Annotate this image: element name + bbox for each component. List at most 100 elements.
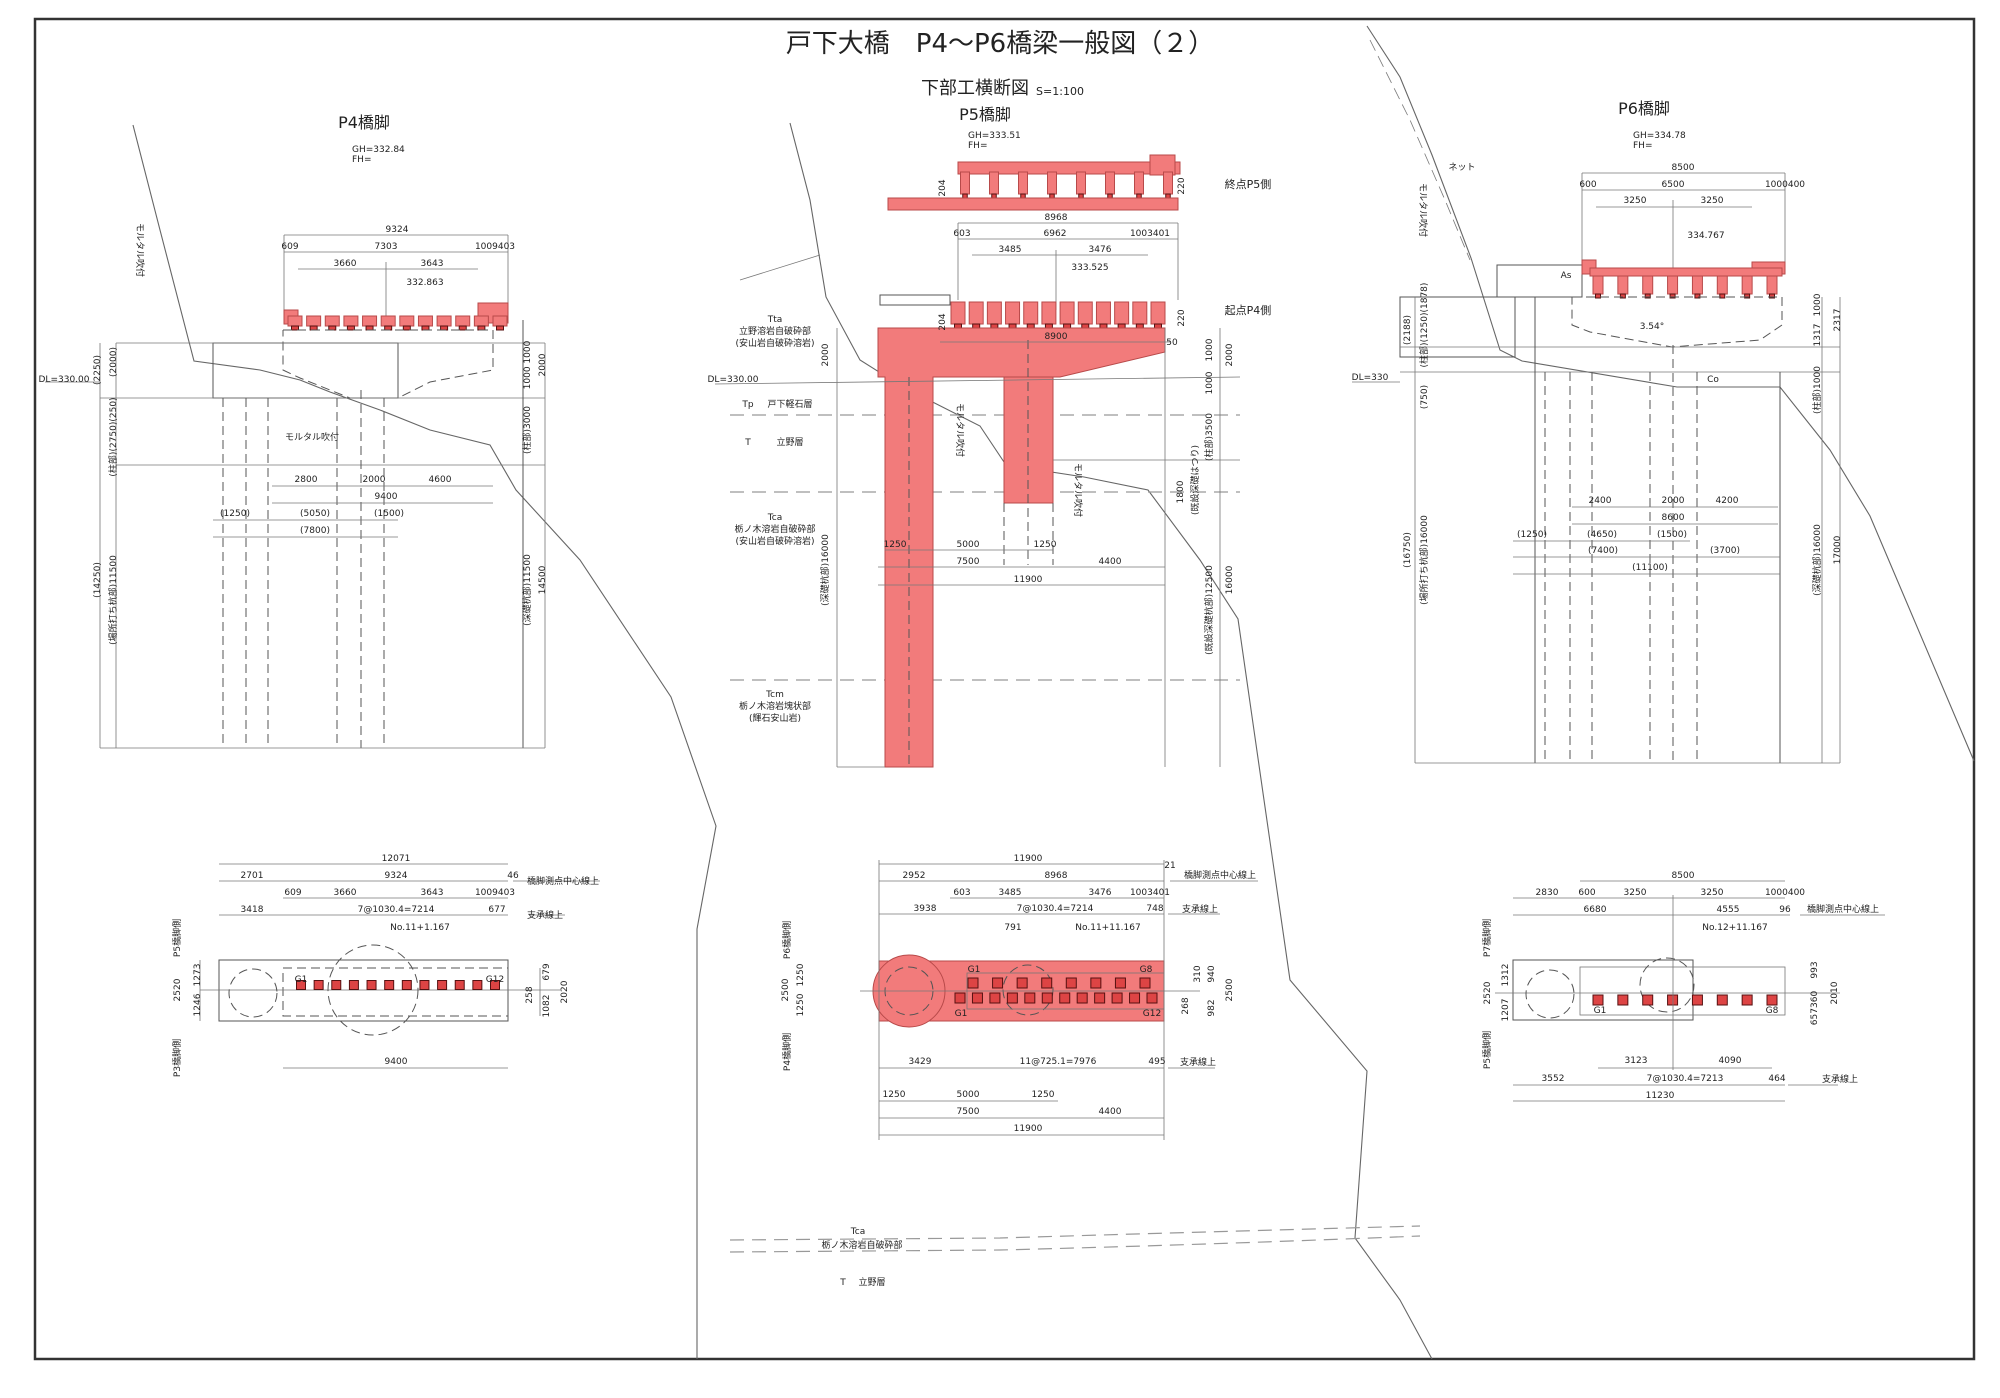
dimension: 2520 bbox=[1483, 981, 1493, 1004]
dimension: 3643 bbox=[421, 259, 444, 269]
girder bbox=[1023, 301, 1039, 325]
reference-line-label: 橋脚測点中心線上 bbox=[527, 875, 599, 887]
dimension: 8600 bbox=[1662, 513, 1685, 523]
girder bbox=[455, 315, 471, 327]
dimension: 657360 bbox=[1810, 991, 1820, 1026]
geology-code: Tta bbox=[767, 315, 783, 325]
bearing-pad bbox=[1114, 977, 1126, 989]
bearing-icon bbox=[309, 325, 318, 331]
reference-line-label: 橋脚測点中心線上 bbox=[1184, 869, 1256, 881]
dimension: (1250) bbox=[1517, 530, 1547, 540]
datum-level: DL=330 bbox=[1352, 373, 1389, 383]
bearing-pad bbox=[1129, 992, 1141, 1004]
dimension: 993 bbox=[1810, 961, 1820, 978]
terrain-lines bbox=[132, 25, 1975, 1360]
girder bbox=[968, 301, 984, 325]
dimension: 3660 bbox=[334, 259, 357, 269]
dimension: (1500) bbox=[1657, 530, 1687, 540]
bearing-icon bbox=[991, 193, 997, 199]
dimension: 940 bbox=[1207, 965, 1217, 982]
dimension: 2000 bbox=[1662, 496, 1685, 506]
dimension: (11100) bbox=[1632, 563, 1668, 573]
annotation: モルタル吹付 bbox=[954, 403, 966, 457]
girder bbox=[362, 315, 378, 327]
girder bbox=[1642, 275, 1654, 295]
girder bbox=[1041, 301, 1057, 325]
dimension: 50 bbox=[1166, 338, 1178, 348]
girder bbox=[1047, 171, 1057, 195]
dimension: 3418 bbox=[241, 905, 264, 915]
ground-height: GH=332.84 bbox=[352, 145, 405, 155]
dimension: 1246 bbox=[193, 993, 203, 1016]
dimension: 21 bbox=[1164, 861, 1175, 871]
dimension: (柱部)3500 bbox=[1203, 413, 1215, 461]
girder bbox=[960, 171, 970, 195]
pier-title: P6橋脚 bbox=[1618, 99, 1670, 118]
girder bbox=[287, 315, 303, 327]
dimension: 6680 bbox=[1584, 905, 1607, 915]
dimension: (場所打ち杭部)16000 bbox=[1418, 515, 1430, 605]
bearing-icon bbox=[1081, 323, 1090, 329]
girder bbox=[1617, 275, 1629, 295]
bearing-icon bbox=[1020, 193, 1026, 199]
dimension: 7303 bbox=[375, 242, 398, 252]
bearing-icon bbox=[1744, 293, 1751, 299]
dimension: 1000 bbox=[1205, 338, 1215, 361]
dimension: 3643 bbox=[421, 888, 444, 898]
dimension: G1 bbox=[968, 965, 981, 975]
datum-level: DL=330.00 bbox=[39, 375, 90, 385]
reference-line-label: 支承線上 bbox=[1180, 1056, 1216, 1068]
bearing-icon bbox=[1008, 323, 1017, 329]
dimension: 332.863 bbox=[406, 278, 443, 288]
geology-name: 立野溶岩自破砕部 bbox=[739, 325, 811, 337]
bearing-pad bbox=[1691, 994, 1703, 1006]
side-label: 起点P4側 bbox=[1225, 304, 1272, 317]
formation-height: FH= bbox=[968, 141, 988, 151]
girder bbox=[1766, 275, 1778, 295]
sheet-border bbox=[33, 17, 1976, 1361]
dimension: 1250 bbox=[883, 1090, 906, 1100]
dimension: 16000 bbox=[1225, 565, 1235, 594]
bearing-icon bbox=[1107, 193, 1113, 199]
formation-height: FH= bbox=[1633, 141, 1653, 151]
dimension: 1003401 bbox=[1130, 888, 1170, 898]
dimension: 4555 bbox=[1717, 905, 1740, 915]
dimension: 11900 bbox=[1014, 575, 1043, 585]
dimension: 1207 bbox=[1501, 999, 1511, 1022]
bearing-icon bbox=[1044, 323, 1053, 329]
dimension: 268 bbox=[1181, 997, 1191, 1014]
dimension: 204 bbox=[938, 179, 948, 196]
bearing-icon bbox=[421, 325, 430, 331]
girder bbox=[950, 301, 966, 325]
dimension: 12071 bbox=[382, 854, 411, 864]
bearing-icon bbox=[328, 325, 337, 331]
dimension: 4400 bbox=[1099, 1107, 1122, 1117]
bearing-pad bbox=[313, 980, 324, 990]
girder bbox=[1077, 301, 1093, 325]
dimension: (既設深礎杭部)12500 bbox=[1203, 565, 1215, 655]
dimension: 9400 bbox=[385, 1057, 408, 1067]
side-label: P3橋脚側 bbox=[171, 1039, 183, 1077]
bearing-pad bbox=[366, 980, 377, 990]
bearing-pad bbox=[971, 992, 983, 1004]
dimension: 3660 bbox=[334, 888, 357, 898]
bearing-pad bbox=[989, 992, 1001, 1004]
dimension: 2800 bbox=[295, 475, 318, 485]
annotation: モルタル吹付 bbox=[1072, 463, 1084, 517]
dimension: 11900 bbox=[1014, 854, 1043, 864]
geology-name: 栃ノ木溶岩自破砕部 bbox=[821, 1239, 902, 1251]
girder bbox=[324, 315, 340, 327]
dimension: 1000 bbox=[1813, 293, 1823, 316]
bearing-icon bbox=[1644, 293, 1651, 299]
dimension: (14250) bbox=[93, 562, 103, 598]
bearing-icon bbox=[954, 323, 962, 329]
p5-plan bbox=[860, 860, 1258, 1140]
dimension: (1250) bbox=[220, 509, 250, 519]
annotation: モルタル吹付 bbox=[134, 223, 146, 277]
geology-code: Tca bbox=[850, 1227, 865, 1237]
dimension: 1250 bbox=[1032, 1090, 1055, 1100]
ground-height: GH=334.78 bbox=[1633, 131, 1686, 141]
dimension: 1000400 bbox=[1765, 888, 1805, 898]
